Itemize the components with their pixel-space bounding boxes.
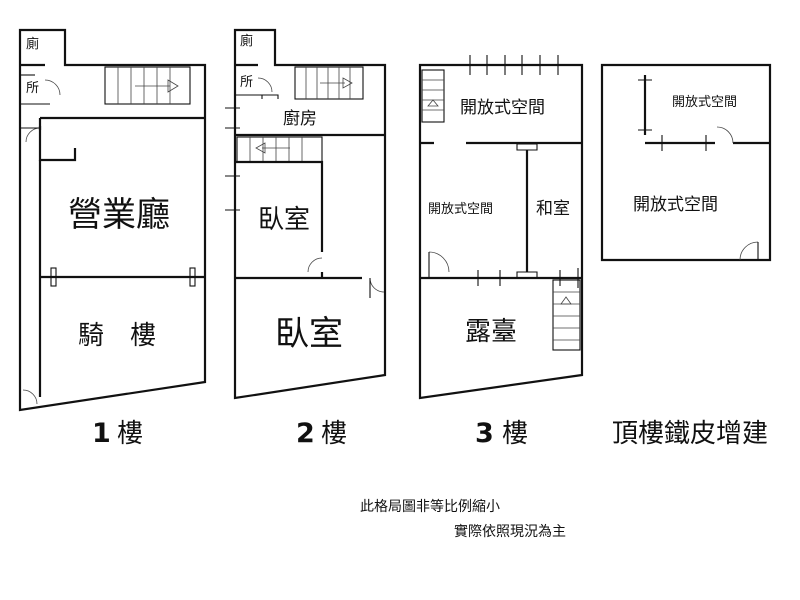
floor2-toilet-label-2: 所 (240, 75, 253, 90)
floor1-toilet-label: 廁 (26, 36, 39, 52)
floor3-word: 樓 (502, 419, 528, 449)
floor1-plan (18, 28, 207, 412)
floor2-word: 樓 (321, 419, 347, 449)
floor2-toilet-label: 廁 (240, 33, 253, 49)
floor1-number: 1 (92, 418, 111, 449)
roof-caption: 頂樓鐵皮增建 (612, 419, 768, 449)
floor2-bedroom-a-label: 臥室 (258, 205, 310, 235)
roof-open-small-label: 開放式空間 (672, 95, 737, 110)
floor1-toilet-label-2: 所 (26, 81, 39, 96)
floor3-open-top-label: 開放式空間 (460, 98, 545, 118)
floor1-word: 樓 (117, 419, 143, 449)
floor2-bedroom-b-label: 臥室 (275, 314, 343, 354)
floor2-kitchen-label: 廚房 (283, 108, 317, 129)
floor3-open-left-label: 開放式空間 (428, 202, 493, 217)
roof-plan (600, 63, 772, 262)
floor3-number: 3 (475, 418, 494, 449)
floor3-japanese-room-label: 和室 (536, 199, 570, 219)
floor1-hall-label: 營業廳 (68, 195, 170, 235)
floor1-stairs (104, 66, 191, 105)
roof-open-main-label: 開放式空間 (633, 195, 718, 215)
note-line-2: 實際依照現況為主 (454, 523, 566, 540)
floor3-plan (418, 55, 584, 400)
floor3-terrace-label: 露臺 (465, 317, 517, 347)
floor1-arcade-label: 騎 樓 (78, 321, 156, 351)
floor2-number: 2 (296, 418, 315, 449)
note-line-1: 此格局圖非等比例縮小 (360, 498, 500, 515)
floor2-plan (225, 28, 387, 400)
